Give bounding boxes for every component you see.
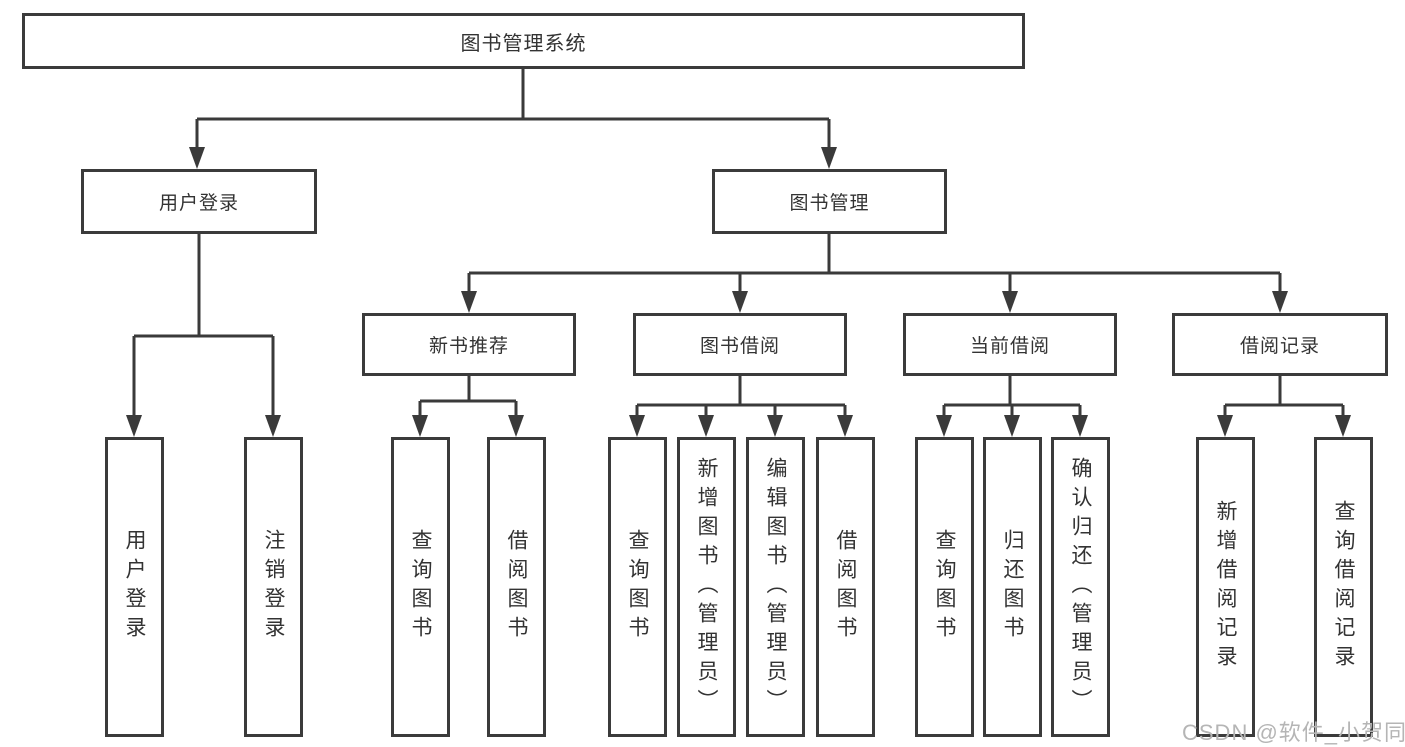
connector-new-books-split bbox=[412, 376, 524, 437]
leaf-borrow-add-books-admin: 新增图书（管理员） bbox=[677, 437, 736, 737]
leaf-borrow-query-books: 查询图书 bbox=[608, 437, 667, 737]
connector-book-mgmt-split bbox=[461, 234, 1288, 313]
connector-book-borrow-split bbox=[629, 376, 853, 437]
connector-current-borrow-split bbox=[936, 376, 1088, 437]
leaf-borrow-borrow-books: 借阅图书 bbox=[816, 437, 875, 737]
node-user-login: 用户登录 bbox=[81, 169, 317, 234]
leaf-current-query-books: 查询图书 bbox=[915, 437, 974, 737]
connector-root-split bbox=[189, 69, 837, 169]
csdn-watermark: CSDN @软件_小贺同学 bbox=[1182, 720, 1405, 745]
leaf-newbooks-query-books: 查询图书 bbox=[391, 437, 450, 737]
leaf-current-return-books: 归还图书 bbox=[983, 437, 1042, 737]
leaf-user-login: 用户登录 bbox=[105, 437, 164, 737]
connector-user-login-split bbox=[126, 233, 281, 437]
connector-borrow-records-split bbox=[1217, 376, 1351, 437]
leaf-current-confirm-return-admin: 确认归还（管理员） bbox=[1051, 437, 1110, 737]
node-root: 图书管理系统 bbox=[22, 13, 1025, 69]
leaf-newbooks-borrow-books: 借阅图书 bbox=[487, 437, 546, 737]
leaf-borrow-edit-books-admin: 编辑图书（管理员） bbox=[746, 437, 805, 737]
leaf-records-query-record: 查询借阅记录 bbox=[1314, 437, 1373, 737]
node-borrow-records: 借阅记录 bbox=[1172, 313, 1388, 376]
leaf-logout: 注销登录 bbox=[244, 437, 303, 737]
node-current-borrow: 当前借阅 bbox=[903, 313, 1117, 376]
node-book-borrow: 图书借阅 bbox=[633, 313, 847, 376]
leaf-records-add-record: 新增借阅记录 bbox=[1196, 437, 1255, 737]
node-book-mgmt: 图书管理 bbox=[712, 169, 947, 234]
node-new-books: 新书推荐 bbox=[362, 313, 576, 376]
